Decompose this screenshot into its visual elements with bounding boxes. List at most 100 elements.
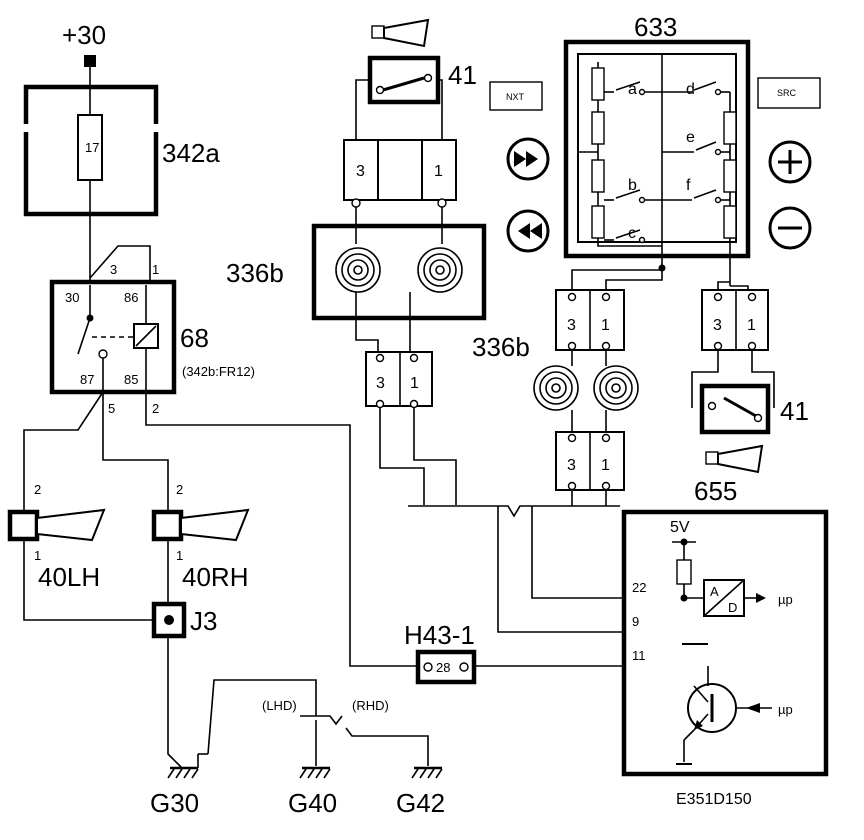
relay-out-5: 5: [108, 401, 115, 416]
relay-top-wire: [89, 245, 151, 282]
rewind-icon: [506, 209, 550, 253]
plus-icon: [768, 140, 812, 184]
controls-switch-e: e: [686, 129, 695, 146]
h43-pin: 28: [436, 660, 450, 675]
horn-rh-body: [151, 509, 184, 542]
fast-forward-icon: [506, 137, 550, 181]
module-voltage: 5V: [670, 519, 690, 536]
controls-left-resistors: [591, 62, 662, 247]
horn-lh-trumpet: [36, 508, 106, 542]
fusebox-label: 342a: [162, 138, 220, 168]
controls-switch-row-bottom: [604, 229, 646, 244]
clockspring-top-left-coil: [335, 247, 381, 293]
next-button: [489, 81, 543, 111]
clockspring-top-upper-pin1: 1: [434, 163, 443, 180]
clockspring-top-upper-pin3: 3: [356, 163, 365, 180]
relay-out-2: 2: [152, 401, 159, 416]
relay-contact: [77, 317, 91, 355]
clockspring-right-label: 336b: [472, 332, 530, 362]
wire-to-40rh: [102, 392, 169, 510]
controls-switch-row-top: [604, 81, 730, 96]
ground-g40: [299, 766, 331, 779]
controls-switch-f: f: [686, 177, 691, 194]
ground-g30: [167, 753, 208, 779]
minus-icon: [768, 206, 812, 250]
horn-lh-pin-top: 2: [34, 482, 41, 497]
module-adc-d: D: [728, 600, 737, 615]
relay-label: 68: [180, 323, 209, 353]
clockspring-right-lower-pin3: 3: [567, 457, 576, 474]
controls-right-resistors: [723, 92, 737, 286]
controls-switch-row-lower: [604, 189, 730, 204]
module-pullup-resistor: [676, 559, 692, 585]
horn-icon-right: [705, 444, 764, 474]
horn-lh-pin-bottom: 1: [34, 548, 41, 563]
relay-location: (342b:FR12): [182, 364, 255, 379]
clockspring-top-lower-pin1: 1: [410, 375, 419, 392]
horn-lh-label: 40LH: [38, 562, 100, 592]
controls-switch-row-mid: [578, 141, 730, 156]
h43-label: H43-1: [404, 620, 475, 650]
horn-rh-pin-top: 2: [176, 482, 183, 497]
relay-pin-87: 87: [80, 372, 94, 387]
module-pin-11: 11: [632, 648, 646, 663]
horn-rh-trumpet: [180, 508, 250, 542]
control-module-655: [621, 509, 829, 777]
clockspring-right-right-coil: [593, 365, 639, 411]
horn-switch-right-pin3: 3: [713, 317, 722, 334]
relay-pin-85: 85: [124, 372, 138, 387]
fuse-number: 17: [85, 140, 99, 155]
clockspring-top-right-coil: [417, 247, 463, 293]
clockspring-top-label: 336b: [226, 258, 284, 288]
supply-terminal: [84, 55, 96, 67]
horn-switch-top-label: 41: [448, 60, 477, 90]
relay-pin-30: 30: [65, 290, 79, 305]
ground-g42-label: G42: [396, 788, 445, 818]
ground-lhd-label: (LHD): [262, 698, 297, 713]
horn-icon-top: [371, 18, 430, 48]
supply-label: +30: [62, 20, 106, 50]
clockspring-top-lower-connector: [365, 351, 433, 407]
module-label: 655: [694, 476, 737, 506]
ground-g42: [411, 766, 443, 779]
horn-rh-label: 40RH: [182, 562, 248, 592]
relay-pin-top1: 1: [152, 262, 159, 277]
src-button-label: SRC: [777, 88, 797, 98]
harness-bus: [408, 505, 620, 518]
clockspring-top-lower-pin3: 3: [376, 375, 385, 392]
controls-switch-c: c: [628, 225, 636, 242]
module-pin-9: 9: [632, 614, 639, 629]
ground-rhd-label: (RHD): [352, 698, 389, 713]
junction-label: J3: [190, 606, 217, 636]
horn-switch-right-connector: [701, 289, 769, 351]
wire-85-to-h43: [145, 392, 418, 667]
controls-switch-b: b: [628, 177, 637, 194]
horn-switch-right-pin1: 1: [747, 317, 756, 334]
clockspring-right-upper-pin3: 3: [567, 317, 576, 334]
clockspring-right-lower-pin1: 1: [601, 457, 610, 474]
horn-switch-right-label: 41: [780, 396, 809, 426]
controls-switch-d: d: [686, 81, 695, 98]
ground-g30-label: G30: [150, 788, 199, 818]
src-button: [757, 77, 821, 109]
module-up-label-2: µp: [778, 702, 793, 717]
ground-g40-label: G40: [288, 788, 337, 818]
controls-label: 633: [634, 12, 677, 42]
module-pin-22: 22: [632, 580, 646, 595]
clockspring-right-upper-pin1: 1: [601, 317, 610, 334]
next-button-label: NXT: [506, 92, 525, 102]
clockspring-right-left-coil: [533, 365, 579, 411]
relay-pin-top3: 3: [110, 262, 117, 277]
wire-to-40lh: [23, 391, 104, 510]
horn-lh-body: [7, 509, 40, 542]
module-up-label-1: µp: [778, 592, 793, 607]
clockspring-top: [311, 223, 487, 321]
document-code: E351D150: [676, 791, 752, 808]
fuse-17: [77, 114, 103, 181]
horn-rh-pin-bottom: 1: [176, 548, 183, 563]
module-transistor: [676, 666, 737, 765]
controls-switch-a: a: [628, 81, 637, 98]
relay-pin-86: 86: [124, 290, 138, 305]
module-adc-a: A: [710, 584, 719, 599]
